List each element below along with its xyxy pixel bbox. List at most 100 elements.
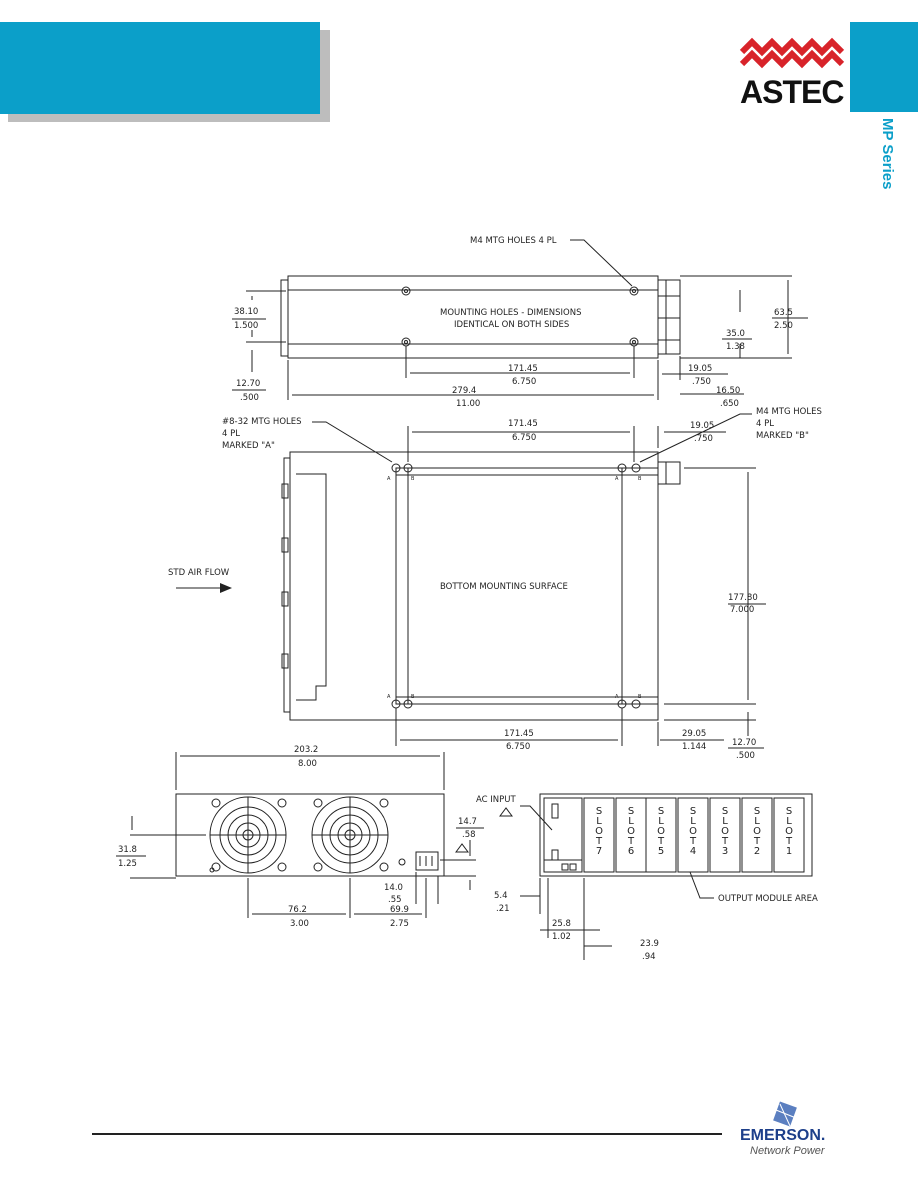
dim-14-7-mm: 14.7 [458, 817, 477, 827]
airflow-label: STD AIR FLOW [168, 568, 230, 578]
slot-label-char: L [786, 816, 792, 827]
dim-top171-in: 6.750 [512, 433, 536, 443]
slot-label-char: O [753, 826, 761, 837]
dim-19-in: .750 [692, 377, 711, 387]
dim-top19-in: .750 [694, 434, 713, 444]
dim-279-in: 11.00 [456, 399, 480, 409]
dim-23-mm: 23.9 [640, 939, 659, 949]
slot-label-char: S [722, 806, 728, 817]
slot-label-char: 1 [786, 846, 792, 857]
slot-label-char: T [627, 836, 635, 847]
slot-label-char: L [690, 816, 696, 827]
callout-a-line3: MARKED "A" [222, 441, 275, 451]
dim-38-in: 1.500 [234, 321, 258, 331]
callout-b-line1: M4 MTG HOLES [756, 407, 822, 417]
callout-b-line3: MARKED "B" [756, 431, 809, 441]
slot-label-char: 3 [722, 846, 728, 857]
slot-label-char: S [754, 806, 760, 817]
dim-top19-mm: 19.05 [690, 421, 714, 431]
dim-16-in: .650 [720, 399, 739, 409]
note-line-1: MOUNTING HOLES - DIMENSIONS [440, 308, 581, 318]
slot-label-char: O [657, 826, 665, 837]
hole-label-b: B [638, 694, 642, 700]
series-label: MP Series [879, 118, 896, 190]
dim-12b-mm: 12.70 [732, 738, 756, 748]
dim-5-in: .21 [496, 904, 510, 914]
slot-label-char: S [658, 806, 664, 817]
dim-25-in: 1.02 [552, 932, 571, 942]
dim-63-mm: 63.5 [774, 308, 793, 318]
slot-label-char: T [657, 836, 665, 847]
hole-label-b: B [411, 694, 415, 700]
dim-279-mm: 279.4 [452, 386, 476, 396]
slot-label-char: L [722, 816, 728, 827]
slot-label-char: O [627, 826, 635, 837]
astec-logo-icon [739, 37, 845, 69]
dim-69-mm: 69.9 [390, 905, 409, 915]
dim-12-mm: 12.70 [236, 379, 260, 389]
callout-a-line1: #8-32 MTG HOLES [222, 417, 302, 427]
dim-171-in: 6.750 [512, 377, 536, 387]
callout-b-line2: 4 PL [756, 419, 774, 429]
side-tab [850, 22, 918, 112]
slot-label-char: O [689, 826, 697, 837]
hole-label-b: B [411, 476, 415, 482]
slot-label-char: 2 [754, 846, 760, 857]
ac-input-label: AC INPUT [476, 795, 517, 805]
dim-63-in: 2.50 [774, 321, 793, 331]
dim-35-mm: 35.0 [726, 329, 745, 339]
dim-76-mm: 76.2 [288, 905, 307, 915]
slot-label-char: T [595, 836, 603, 847]
rear-view-body [539, 793, 813, 877]
header-block [0, 22, 320, 114]
hole-label-a: A [387, 694, 391, 700]
dim-69-in: 2.75 [390, 919, 409, 929]
dim-bot171-in: 6.750 [506, 742, 530, 752]
slot-label-char: S [690, 806, 696, 817]
note-line-2: IDENTICAL ON BOTH SIDES [454, 320, 569, 330]
dim-bot171-mm: 171.45 [504, 729, 534, 739]
dim-25-mm: 25.8 [552, 919, 571, 929]
callout-a-line2: 4 PL [222, 429, 240, 439]
slot-label-char: O [785, 826, 793, 837]
astec-logo-text: ASTEC [740, 74, 844, 110]
dim-top171-mm: 171.45 [508, 419, 538, 429]
dim-29-in: 1.144 [682, 742, 706, 752]
slot-label-char: L [754, 816, 760, 827]
hole-label-a: A [615, 694, 619, 700]
dim-203-mm: 203.2 [294, 745, 318, 755]
slot-label-char: T [721, 836, 729, 847]
slot-label-char: L [628, 816, 634, 827]
slot-label-char: 5 [658, 846, 664, 857]
slot-label-char: O [595, 826, 603, 837]
hole-label-a: A [615, 476, 619, 482]
hole-label-a: A [387, 476, 391, 482]
dim-14-0-mm: 14.0 [384, 883, 403, 893]
dim-38-mm: 38.10 [234, 307, 258, 317]
dim-29-mm: 29.05 [682, 729, 706, 739]
emerson-logo-text: EMERSON. [740, 1127, 826, 1144]
slot-label-char: T [689, 836, 697, 847]
slot-label-char: 4 [690, 846, 696, 857]
hole-label-b: B [638, 476, 642, 482]
dim-171-mm: 171.45 [508, 364, 538, 374]
dim-35-in: 1.38 [726, 342, 745, 352]
slot-label-char: S [596, 806, 602, 817]
dim-14-7-in: .58 [462, 830, 476, 840]
dim-203-in: 8.00 [298, 759, 317, 769]
slot-label-char: L [658, 816, 664, 827]
emerson-globe-icon [773, 1101, 797, 1127]
slot-label-char: L [596, 816, 602, 827]
footer-rule [92, 1133, 722, 1135]
bottom-surface-label: BOTTOM MOUNTING SURFACE [440, 582, 568, 592]
slot-label-char: T [785, 836, 793, 847]
dim-16-mm: 16.50 [716, 386, 740, 396]
slot-label-char: 7 [596, 846, 602, 857]
dim-12-in: .500 [240, 393, 259, 403]
network-power-text: Network Power [750, 1145, 825, 1157]
dim-31-in: 1.25 [118, 859, 137, 869]
